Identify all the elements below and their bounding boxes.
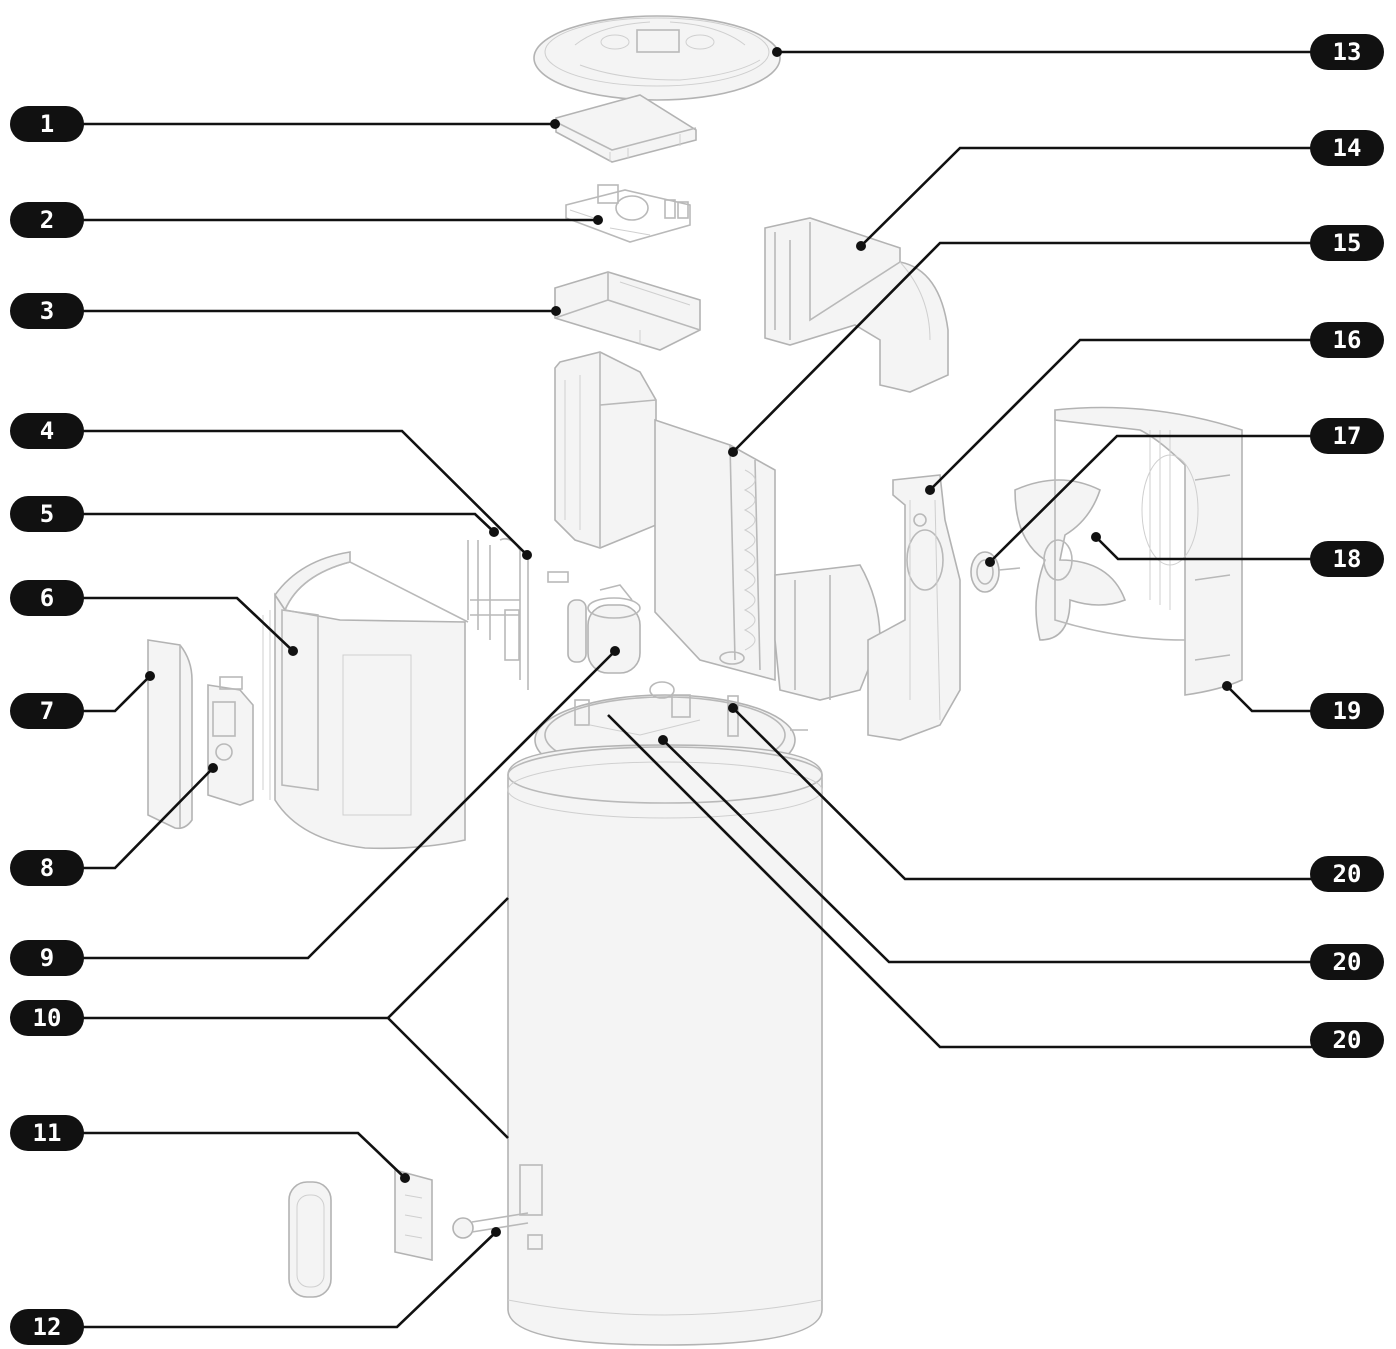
part-control-board xyxy=(565,184,691,243)
callout-number: 13 xyxy=(1333,38,1362,66)
callout-pill xyxy=(1310,944,1384,980)
callout-pill xyxy=(1310,856,1384,892)
callout-number: 17 xyxy=(1333,422,1362,450)
callout-9: 9 xyxy=(10,940,84,976)
callout-pill xyxy=(10,580,84,616)
callout-15: 15 xyxy=(1310,225,1384,261)
part-piping xyxy=(467,537,569,690)
part-evaporator-coil xyxy=(654,418,776,682)
callout-pill xyxy=(10,293,84,329)
callout-pill xyxy=(10,940,84,976)
part-electronics-cover xyxy=(555,94,697,163)
part-evaporator-housing xyxy=(554,351,657,549)
part-compressor xyxy=(567,584,641,674)
callout-number: 16 xyxy=(1333,326,1362,354)
part-fan-blade xyxy=(1014,479,1127,641)
parts-drawing xyxy=(147,15,1243,1346)
callout-17: 17 xyxy=(1310,418,1384,454)
callout-14: 14 xyxy=(1310,130,1384,166)
part-electronics-housing xyxy=(554,271,701,351)
callout-number: 20 xyxy=(1333,860,1362,888)
callout-1: 1 xyxy=(10,106,84,142)
callout-pill xyxy=(10,413,84,449)
callout-pill xyxy=(1310,1022,1384,1058)
callout-20: 20 xyxy=(1310,1022,1384,1058)
callout-number: 8 xyxy=(40,854,54,882)
callout-5: 5 xyxy=(10,496,84,532)
callout-18: 18 xyxy=(1310,541,1384,577)
callout-13: 13 xyxy=(1310,34,1384,70)
callout-8: 8 xyxy=(10,850,84,886)
callout-pill xyxy=(10,1309,84,1345)
callout-number: 6 xyxy=(40,584,54,612)
callout-20: 20 xyxy=(1310,944,1384,980)
callout-number: 9 xyxy=(40,944,54,972)
part-side-panel xyxy=(1054,406,1243,696)
part-front-shroud xyxy=(262,551,469,850)
callout-number: 14 xyxy=(1333,134,1362,162)
callout-20: 20 xyxy=(1310,856,1384,892)
callout-16: 16 xyxy=(1310,322,1384,358)
callout-11: 11 xyxy=(10,1115,84,1151)
callout-pill xyxy=(1310,693,1384,729)
part-tank xyxy=(507,744,823,1346)
part-fan-bracket xyxy=(867,474,961,741)
leader-lines xyxy=(80,50,1312,1329)
callout-pill xyxy=(1310,225,1384,261)
callout-number: 4 xyxy=(40,417,54,445)
callout-pill xyxy=(10,496,84,532)
callout-2: 2 xyxy=(10,202,84,238)
callout-number: 18 xyxy=(1333,545,1362,573)
callout-10: 10 xyxy=(10,1000,84,1036)
callout-pill xyxy=(10,1000,84,1036)
callout-number: 7 xyxy=(40,697,54,725)
callout-pill xyxy=(10,106,84,142)
callout-number: 2 xyxy=(40,206,54,234)
part-fan-duct xyxy=(719,564,881,701)
callout-pill xyxy=(10,1115,84,1151)
callout-pill xyxy=(1310,322,1384,358)
callout-pill xyxy=(1310,418,1384,454)
callout-19: 19 xyxy=(1310,693,1384,729)
part-access-cover xyxy=(288,1168,433,1298)
callout-number: 20 xyxy=(1333,1026,1362,1054)
callout-number: 20 xyxy=(1333,948,1362,976)
callout-pill xyxy=(10,693,84,729)
callout-number: 5 xyxy=(40,500,54,528)
part-heating-element xyxy=(452,1212,529,1239)
callout-number: 12 xyxy=(33,1313,62,1341)
callout-number: 10 xyxy=(33,1004,62,1032)
callout-number: 3 xyxy=(40,297,54,325)
callout-pill xyxy=(1310,34,1384,70)
part-control-panel xyxy=(207,676,254,806)
callout-12: 12 xyxy=(10,1309,84,1345)
callout-pill xyxy=(10,202,84,238)
callout-pill xyxy=(1310,130,1384,166)
part-top-cover xyxy=(533,15,781,101)
callout-7: 7 xyxy=(10,693,84,729)
callout-4: 4 xyxy=(10,413,84,449)
part-rear-fan-shroud xyxy=(764,217,949,393)
callout-number: 19 xyxy=(1333,697,1362,725)
callout-pill xyxy=(10,850,84,886)
callout-6: 6 xyxy=(10,580,84,616)
leader-end-dots xyxy=(145,47,1232,1237)
part-handle-cover xyxy=(147,639,193,830)
callout-pill xyxy=(1310,541,1384,577)
callout-number: 15 xyxy=(1333,229,1362,257)
callout-3: 3 xyxy=(10,293,84,329)
callout-number: 11 xyxy=(33,1119,62,1147)
callout-number: 1 xyxy=(40,110,54,138)
